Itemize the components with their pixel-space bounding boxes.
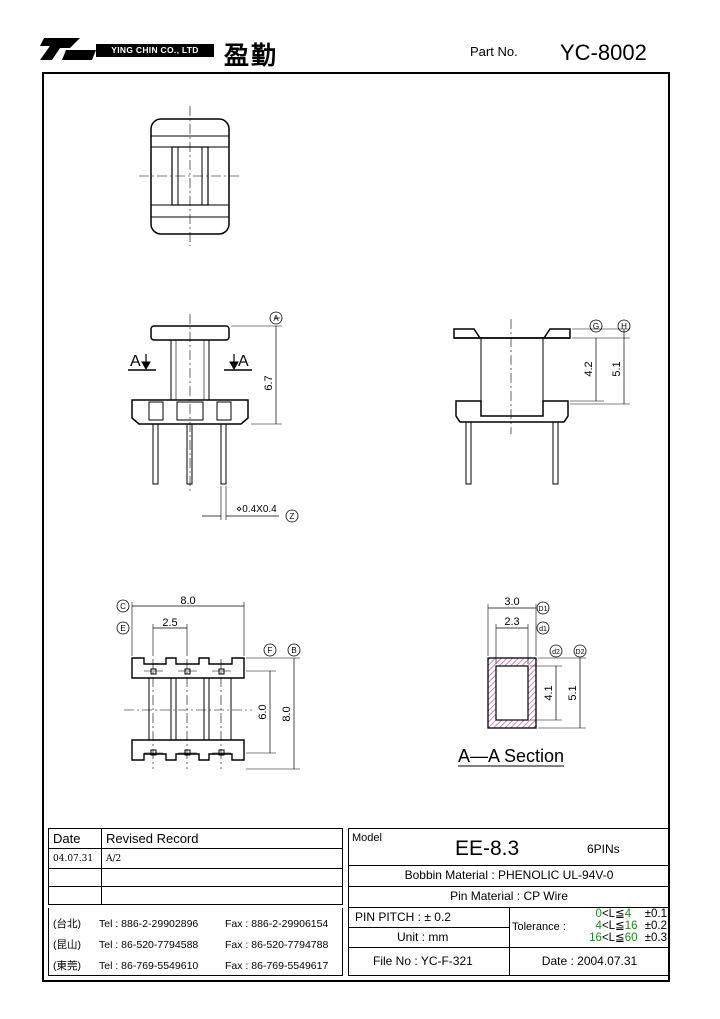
revision-date [48,886,102,905]
table-row [48,868,343,887]
pin-pitch: ± 0.2 [424,910,451,924]
dim-4-2: 4.2 [583,361,595,376]
front-view [128,314,282,520]
contact-tel: Tel : 86-520-7794588 [99,939,199,951]
date-label: Date : [541,954,574,968]
contact-row: (東莞) Tel : 86-769-5549610 Fax : 86-769-554… [53,958,328,973]
company-name: YING CHIN CO., LTD [96,44,214,57]
contact-row: (台北) Tel : 886-2-29902896 Fax : 886-2-2990… [53,916,328,931]
ref-label-a: A [273,314,279,323]
pin-material-label: Pin Material : [450,889,521,903]
dim-5-1: 5.1 [611,361,623,376]
revision-date [48,868,102,887]
dim-4-1: 4.1 [543,685,555,700]
tolerance-cell: Tolerance : 0<L≦4±0.1 4<L≦16±0.2 16<L≦60… [510,907,669,948]
spec-block: Model EE-8.3 6PINs Bobbin Material : PHE… [348,828,670,976]
table-row: 04.07.31 A/2 [48,848,343,869]
dim-6-0: 6.0 [257,704,269,719]
tolerance-label: Tolerance : [512,921,566,933]
tolerance-row: 16<L≦60±0.3 [589,932,667,944]
pin-count: 6PINs [587,842,620,856]
ref-label-c: C [120,602,126,611]
section-view [458,604,586,767]
release-date: 2004.07.31 [577,954,638,968]
revision-record-header: Revised Record [101,828,343,849]
drawing-frame [42,72,670,982]
file-number: YC-F-321 [420,954,473,968]
unit-label: Unit : [397,930,426,944]
dim-2-5: 2.5 [162,617,177,629]
ref-label-d1-upper: D1 [539,606,548,613]
ref-label-b: B [291,646,296,655]
ref-label-d2-lower: d2 [552,649,560,656]
unit-cell: Unit : mm [349,927,510,948]
ref-label-d2-upper: D2 [576,649,585,656]
ref-label-f: F [268,646,273,655]
ref-label-z: Z [290,512,295,521]
ref-label-g: G [593,322,599,331]
contact-city: (昆山) [53,939,81,951]
company-logo [40,34,220,64]
revision-record [101,868,343,887]
dim-3-0: 3.0 [504,596,519,608]
dim-6-7: 6.7 [263,375,275,390]
section-title: A—A Section [458,746,564,766]
bottom-view [124,602,300,770]
bobbin-material-label: Bobbin Material : [404,868,495,882]
ref-label-d1-lower: d1 [539,626,547,633]
section-arrow-right-label: A [238,353,249,370]
model-label: Model [352,832,382,844]
logo-mark-icon [40,38,96,60]
dim-8-0-height: 8.0 [281,706,293,721]
revision-table: Date Revised Record 04.07.31 A/2 [48,828,343,905]
bobbin-material: PHENOLIC UL-94V-0 [498,868,614,882]
contact-row: (昆山) Tel : 86-520-7794588 Fax : 86-520-779… [53,937,328,952]
revision-date: 04.07.31 [48,848,102,869]
dim-2-3: 2.3 [504,616,519,628]
section-arrow-left-label: A [130,353,141,370]
contact-tel: Tel : 886-2-29902896 [99,918,199,930]
top-view [139,106,241,246]
tolerance-table: 0<L≦4±0.1 4<L≦16±0.2 16<L≦60±0.3 [589,908,667,944]
contact-city: (台北) [53,918,81,930]
ref-label-h: H [621,322,627,331]
pin-pitch-label: PIN PITCH : [355,910,422,924]
model-name: EE-8.3 [455,837,520,860]
date-cell: Date : 2004.07.31 [510,947,669,975]
contact-fax: Fax : 86-769-5549617 [225,960,329,972]
ref-label-e: E [120,624,125,633]
revision-record: A/2 [101,848,343,869]
part-number-label: Part No. [470,44,518,59]
bobbin-material-row: Bobbin Material : PHENOLIC UL-94V-0 [349,865,669,887]
technical-drawing: A G H Z C E F B D1 d1 d2 D2 A A 6.7 4.2 … [116,106,631,770]
side-view [453,319,630,485]
file-number-label: File No : [373,954,418,968]
contact-tel: Tel : 86-769-5549610 [99,960,199,972]
pin-material-row: Pin Material : CP Wire [349,886,669,908]
file-number-cell: File No : YC-F-321 [349,947,510,975]
dim-5-1-section: 5.1 [567,685,579,700]
contact-city: (東莞) [53,960,81,972]
contact-fax: Fax : 86-520-7794788 [225,939,329,951]
contact-block: (台北) Tel : 886-2-29902896 Fax : 886-2-2990… [48,908,343,976]
tolerance-row: 4<L≦16±0.2 [595,920,667,932]
revision-date-header: Date [48,828,102,849]
model-row: Model EE-8.3 6PINs [349,829,669,866]
pin-pitch-cell: PIN PITCH : ± 0.2 [349,907,510,928]
unit: mm [428,930,449,944]
dim-8-0-width: 8.0 [180,595,195,607]
part-number: YC-8002 [560,40,647,65]
dim-pin-size: ⋄0.4X0.4 [236,504,277,515]
tolerance-row: 0<L≦4±0.1 [595,908,667,920]
company-name-cjk: 盈勤 [224,41,279,70]
pin-material: CP Wire [523,889,568,903]
revision-record [101,886,343,905]
contact-fax: Fax : 886-2-29906154 [225,918,329,930]
table-row [48,886,343,905]
